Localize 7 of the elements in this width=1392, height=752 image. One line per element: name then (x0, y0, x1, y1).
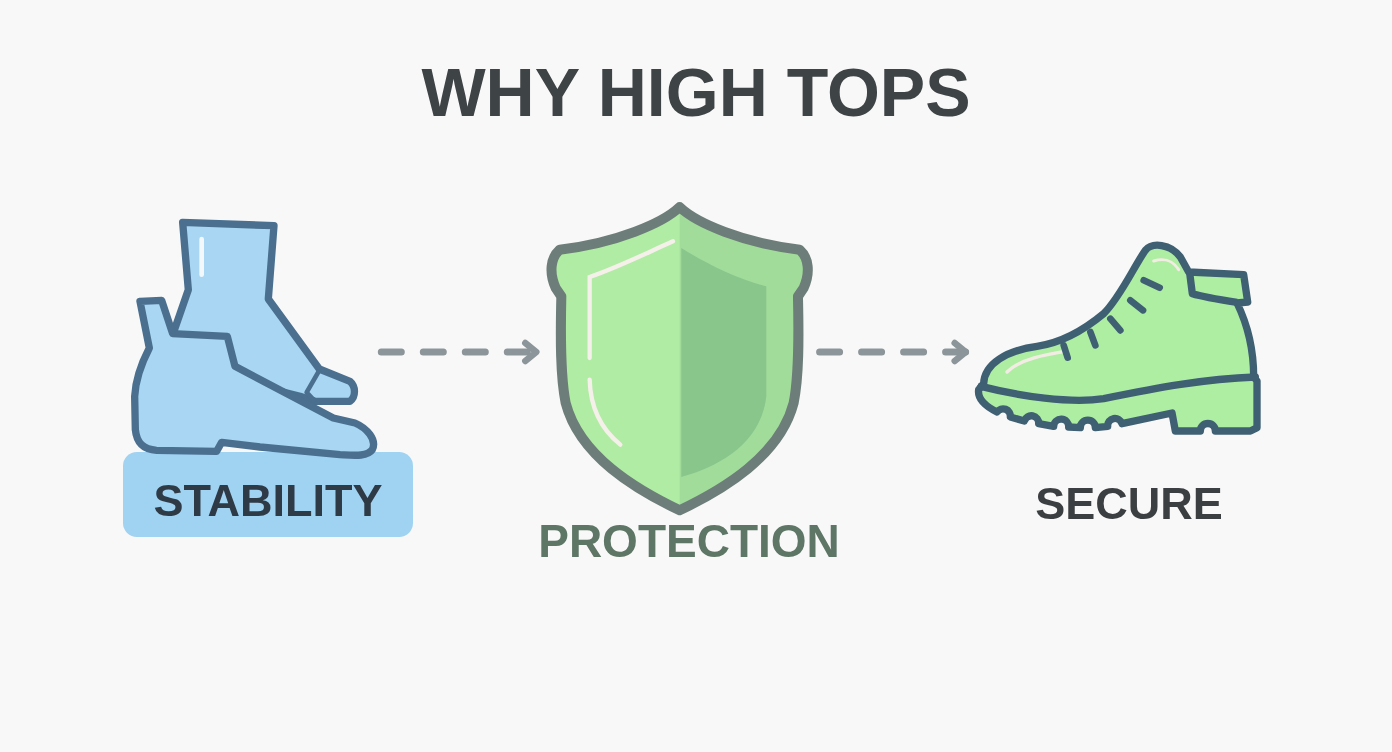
arrow (816, 339, 970, 365)
foot-icon (130, 218, 379, 460)
arrow (377, 339, 540, 365)
title: WHY HIGH TOPS (421, 58, 971, 126)
node-caption: SECURE (1035, 480, 1223, 526)
label-box: STABILITY (123, 452, 413, 537)
node-caption: PROTECTION (538, 518, 840, 565)
